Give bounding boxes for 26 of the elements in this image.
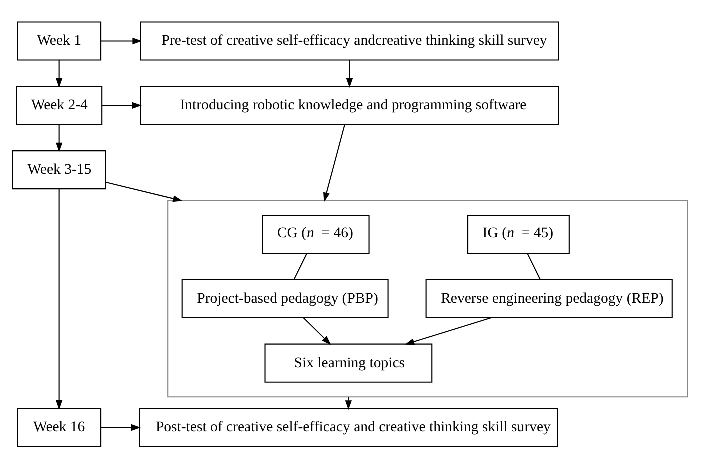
- node-box: Week 16: [17, 408, 102, 448]
- arrow: [56, 124, 63, 152]
- node-box: Week 3-15: [12, 150, 106, 190]
- node-box: Introducing robotic knowledge and programming software: [140, 86, 560, 126]
- arrow: [101, 424, 141, 432]
- node-box: IG (n = 45): [468, 214, 570, 254]
- arrow: [303, 318, 332, 346]
- connector: [294, 253, 308, 280]
- arrow: [106, 182, 183, 202]
- connector: [527, 253, 541, 280]
- arrow: [56, 189, 63, 410]
- arrow: [102, 102, 142, 109]
- node-box: Pre-test of creative self-efficacy andcreative thinking skill survey: [140, 22, 560, 61]
- node-box: Reverse engineering pedagogy (REP): [426, 279, 673, 318]
- node-box: Post-test of creative self-efficacy and creative thinking skill survey: [139, 408, 558, 448]
- node-box: Week 2-4: [16, 86, 103, 126]
- cluster: [168, 200, 688, 398]
- arrow: [324, 124, 346, 202]
- node-box: Week 1: [17, 22, 102, 61]
- arrow: [101, 38, 142, 45]
- arrow: [56, 60, 63, 88]
- node-box: Project-based pedagogy (PBP): [182, 279, 389, 318]
- arrow: [405, 318, 492, 346]
- node-box: CG (n = 46): [262, 214, 370, 254]
- arrow: [346, 60, 354, 88]
- node-box: Six learning topics: [264, 344, 433, 383]
